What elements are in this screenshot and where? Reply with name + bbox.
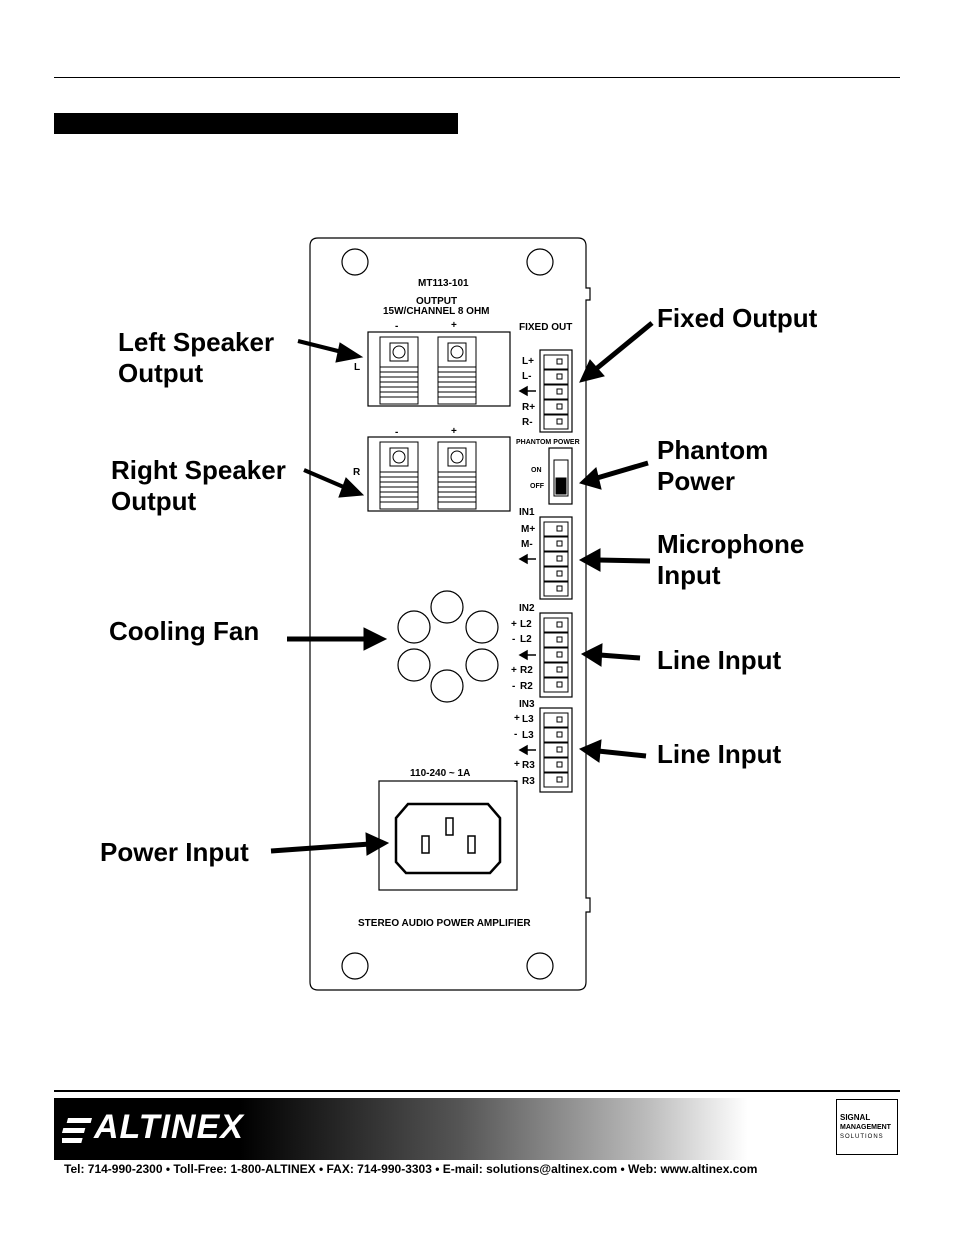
mount-hole [341, 248, 369, 276]
panel-footer-label: STEREO AUDIO POWER AMPLIFIER [358, 918, 531, 929]
callout-right-speaker: Right Speaker Output [111, 455, 286, 516]
in2-pin: R2 [520, 665, 533, 676]
right-minus: - [395, 427, 399, 438]
brand-logo: ALTINEX [94, 1108, 244, 1146]
sms-line: MANAGEMENT [840, 1124, 891, 1131]
ground-arrow [518, 649, 536, 661]
mount-hole [526, 952, 554, 980]
in1-pin: M+ [521, 524, 536, 535]
in3-pin: L3 [522, 730, 534, 741]
in3-sign: + [514, 713, 520, 724]
in1-connector [539, 516, 573, 600]
in3-sign: + [514, 759, 520, 770]
power-rating-label: 110-240 ~ 1A [410, 768, 471, 779]
right-speaker-terminal [367, 436, 511, 512]
brand-logo-mark [62, 1118, 92, 1143]
sms-line: SOLUTIONS [840, 1134, 884, 1140]
ground-arrow [518, 385, 536, 397]
in2-connector [539, 612, 573, 698]
callout-microphone-input: Microphone Input [657, 529, 805, 590]
left-channel-label: L [354, 362, 361, 373]
in2-pin: L2 [520, 619, 532, 630]
mount-hole [526, 248, 554, 276]
in2-pin: R2 [520, 681, 533, 692]
right-plus: + [451, 426, 457, 437]
fixed-out-connector [539, 349, 573, 433]
callout-phantom-power: Phantom Power [657, 435, 769, 496]
left-minus: - [395, 321, 399, 332]
in1-label: IN1 [519, 507, 535, 518]
switch-off-label: OFF [530, 483, 544, 490]
callout-power-input: Power Input [100, 837, 249, 867]
header-rule [54, 77, 900, 78]
contact-info: Tel: 714-990-2300 • Toll-Free: 1-800-ALT… [64, 1162, 758, 1176]
callout-line-input: Line Input [657, 645, 782, 675]
in3-pin: R3 [522, 776, 535, 787]
fixed-pin: R+ [522, 402, 536, 413]
callout-arrows [270, 321, 654, 856]
left-speaker-terminal [367, 331, 511, 407]
in2-sign: - [512, 634, 516, 645]
fixed-pin: L+ [522, 356, 534, 367]
in2-label: IN2 [519, 603, 535, 614]
ground-arrow [518, 553, 536, 565]
fixed-pin: R- [522, 417, 533, 428]
in3-pin: R3 [522, 760, 535, 771]
in2-sign: - [512, 681, 516, 692]
callout-line-input: Line Input [657, 739, 782, 769]
in1-pin: M- [521, 539, 533, 550]
mount-hole [341, 952, 369, 980]
callout-fixed-output: Fixed Output [657, 303, 818, 333]
fixed-out-label: FIXED OUT [519, 322, 573, 333]
right-channel-label: R [353, 467, 361, 478]
output-spec: 15W/CHANNEL 8 OHM [383, 306, 490, 317]
in2-sign: + [511, 619, 517, 630]
in3-label: IN3 [519, 699, 535, 710]
phantom-power-label: PHANTOM POWER [516, 439, 580, 446]
fixed-pin: L- [522, 371, 532, 382]
output-label: OUTPUT [416, 296, 458, 307]
left-plus: + [451, 320, 457, 331]
section-title-bar [54, 113, 458, 134]
footer-band [54, 1098, 900, 1160]
ground-arrow [518, 744, 536, 756]
switch-on-label: ON [531, 467, 542, 474]
sms-logo: SIGNAL MANAGEMENT SOLUTIONS [836, 1099, 898, 1155]
in3-connector [539, 707, 573, 793]
footer-rule [54, 1090, 900, 1092]
power-inlet [378, 780, 518, 891]
cooling-fan-vents [397, 590, 499, 703]
sms-line: SIGNAL [840, 1113, 871, 1122]
in3-sign: - [514, 729, 518, 740]
callout-left-speaker: Left Speaker Output [118, 327, 275, 388]
in3-pin: L3 [522, 714, 534, 725]
phantom-switch [548, 447, 573, 505]
in2-pin: L2 [520, 634, 532, 645]
callout-cooling-fan: Cooling Fan [109, 616, 260, 646]
in2-sign: + [511, 665, 517, 676]
model-label: MT113-101 [418, 278, 469, 289]
in3-sign: - [514, 776, 518, 787]
